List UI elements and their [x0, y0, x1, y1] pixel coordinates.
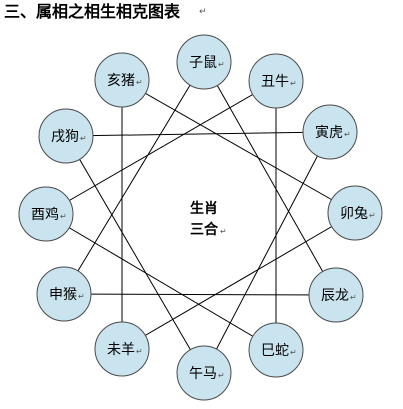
line-snake-rooster	[45, 213, 277, 351]
zodiac-paragraph-mark-rabbit: ↵	[369, 211, 376, 220]
zodiac-paragraph-mark-goat: ↵	[136, 347, 143, 356]
zodiac-circle-goat	[94, 321, 150, 377]
zodiac-label-dog: 戌狗	[51, 129, 79, 145]
zodiac-node-horse: 午马↵	[176, 345, 232, 401]
zodiac-paragraph-mark-dog: ↵	[80, 134, 87, 143]
center-label: 生肖 三合 ↵	[190, 200, 227, 238]
zodiac-paragraph-mark-rat: ↵	[218, 60, 225, 69]
zodiac-paragraph-mark-dragon: ↵	[350, 293, 357, 302]
line-dragon-monkey	[63, 293, 337, 296]
zodiac-node-goat: 未羊↵	[94, 321, 150, 377]
line-rabbit-goat	[121, 212, 356, 350]
center-label-line1: 生肖	[190, 200, 218, 217]
line-rat-dragon	[203, 61, 337, 296]
zodiac-circle-monkey	[36, 266, 92, 322]
zodiac-paragraph-mark-tiger: ↵	[344, 130, 351, 139]
zodiac-label-ox: 丑牛	[261, 74, 289, 90]
zodiac-label-rat: 子鼠	[189, 55, 217, 71]
zodiac-node-dog: 戌狗↵	[38, 108, 94, 164]
zodiac-circle-dog	[38, 108, 94, 164]
zodiac-label-snake: 巳蛇	[261, 343, 289, 359]
zodiac-paragraph-mark-monkey: ↵	[78, 292, 85, 301]
line-monkey-rat	[63, 61, 205, 295]
zodiac-node-ox: 丑牛↵	[248, 53, 304, 109]
page-title: 三、属相之相生相克图表	[4, 2, 180, 22]
zodiac-label-tiger: 寅虎	[315, 124, 343, 141]
center-paragraph-mark: ↵	[220, 227, 227, 236]
zodiac-label-pig: 亥猪	[107, 73, 135, 89]
zodiac-label-goat: 未羊	[107, 342, 135, 358]
zodiac-circle-dragon	[308, 267, 364, 323]
zodiac-paragraph-mark-snake: ↵	[290, 348, 297, 357]
zodiac-paragraph-mark-horse: ↵	[218, 371, 225, 380]
line-horse-dog	[65, 135, 205, 374]
connection-lines	[45, 61, 356, 374]
zodiac-node-pig: 亥猪↵	[94, 52, 150, 108]
zodiac-nodes: 子鼠↵丑牛↵寅虎↵卯兔↵辰龙↵巳蛇↵午马↵未羊↵申猴↵酉鸡↵戌狗↵亥猪↵	[18, 34, 383, 401]
line-rooster-ox	[45, 80, 277, 215]
zodiac-circle-rat	[176, 34, 232, 90]
zodiac-circle-rabbit	[327, 185, 383, 241]
line-pig-rabbit	[121, 79, 356, 214]
zodiac-circle-snake	[248, 322, 304, 378]
zodiac-node-rabbit: 卯兔↵	[327, 185, 383, 241]
zodiac-label-dragon: 辰龙	[321, 288, 349, 304]
title-text: 三、属相之相生相克图表	[4, 2, 181, 21]
line-tiger-horse	[203, 131, 331, 374]
zodiac-circle-rooster	[18, 186, 74, 242]
zodiac-node-rooster: 酉鸡↵	[18, 186, 74, 242]
zodiac-paragraph-mark-rooster: ↵	[60, 212, 67, 221]
zodiac-node-rat: 子鼠↵	[176, 34, 232, 90]
zodiac-circle-tiger	[302, 104, 358, 160]
line-dog-tiger	[65, 131, 331, 137]
zodiac-circle-horse	[176, 345, 232, 401]
zodiac-node-monkey: 申猴↵	[36, 266, 92, 322]
zodiac-label-rabbit: 卯兔	[340, 206, 368, 222]
zodiac-paragraph-mark-pig: ↵	[136, 78, 143, 87]
zodiac-label-monkey: 申猴	[49, 287, 77, 303]
title-paragraph-mark: ↵	[199, 7, 207, 17]
zodiac-label-horse: 午马	[189, 366, 217, 382]
center-label-line2: 三合	[190, 221, 219, 238]
zodiac-label-rooster: 酉鸡	[31, 206, 59, 223]
zodiac-node-dragon: 辰龙↵	[308, 267, 364, 323]
zodiac-node-snake: 巳蛇↵	[248, 322, 304, 378]
zodiac-paragraph-mark-ox: ↵	[290, 79, 297, 88]
zodiac-node-tiger: 寅虎↵	[302, 104, 358, 160]
zodiac-circle-pig	[94, 52, 150, 108]
zodiac-circle-ox	[248, 53, 304, 109]
